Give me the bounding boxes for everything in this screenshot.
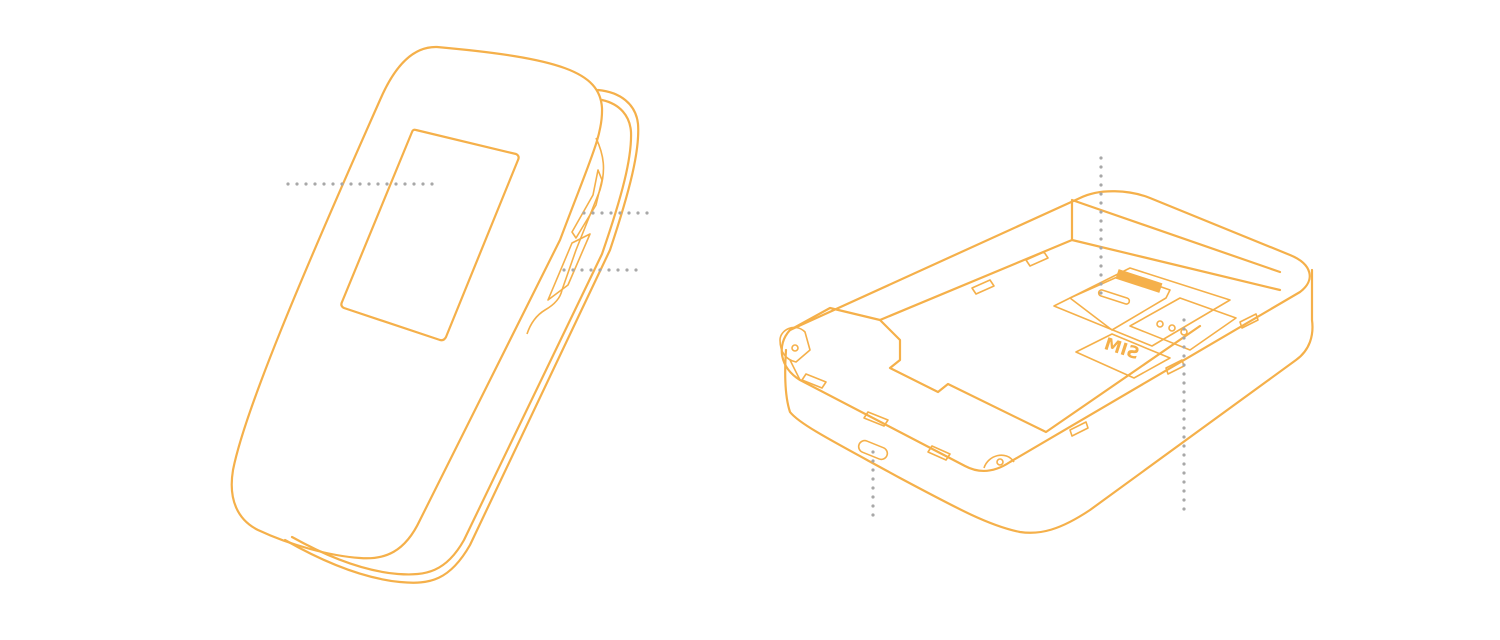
back-body-side (784, 268, 1314, 534)
card-slot-pins (1097, 289, 1131, 305)
front-shell-inner (290, 98, 633, 576)
back-rim-top (780, 190, 1311, 472)
screw-boss (983, 454, 1015, 469)
front-face (230, 45, 604, 560)
back-view: SIM (779, 156, 1314, 534)
sim-contact (1168, 324, 1176, 332)
back-body-inner (789, 359, 966, 467)
card-slot-holder (1069, 273, 1171, 331)
front-view (230, 45, 650, 584)
battery-recess (878, 318, 1202, 434)
screw-hole (996, 458, 1004, 466)
screw-boss (779, 326, 811, 363)
usb-port (857, 439, 889, 461)
front-shell-outer (283, 88, 640, 584)
clip (801, 373, 827, 389)
clip (971, 279, 995, 295)
sim-slot-holder (1129, 297, 1237, 351)
side-button-lower (547, 233, 591, 301)
card-slot-tray (1053, 267, 1231, 347)
sim-label-box (1075, 333, 1171, 379)
back-inner-wall (788, 198, 1282, 332)
sim-contact (1156, 320, 1164, 328)
clip (863, 411, 889, 427)
side-button-upper (571, 169, 603, 239)
screw-hole (791, 344, 799, 352)
clip (1025, 251, 1049, 267)
side-grip (526, 137, 605, 335)
clip (1069, 421, 1089, 437)
clip (927, 445, 951, 461)
card-slot-contacts (1115, 269, 1163, 293)
clip (1239, 313, 1259, 329)
display-screen (340, 128, 520, 342)
